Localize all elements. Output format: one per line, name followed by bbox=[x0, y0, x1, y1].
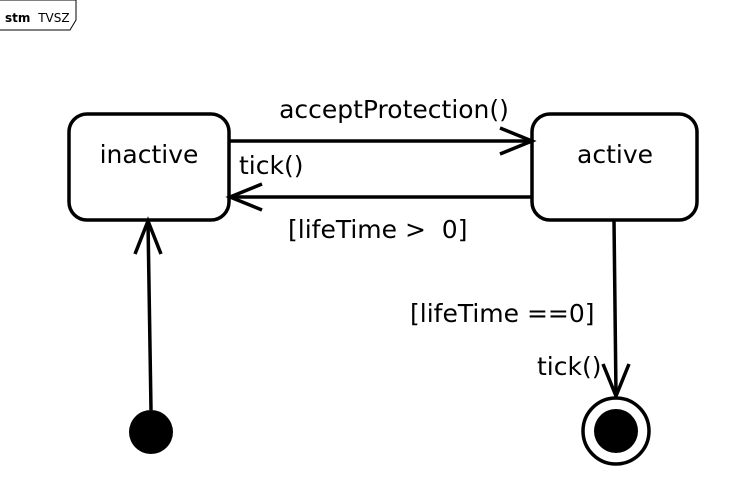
transition-final-arrowhead bbox=[601, 363, 631, 401]
initial-pseudostate[interactable] bbox=[129, 410, 173, 454]
transition-back-guard: [lifeTime > 0] bbox=[288, 215, 467, 244]
transition-accept-arrowhead bbox=[499, 126, 537, 156]
svg-text:stm TVSZ: stm TVSZ bbox=[5, 11, 70, 25]
transition-final-trigger: tick() bbox=[537, 352, 601, 381]
initial-transition-line bbox=[146, 221, 153, 411]
transition-accept-label: acceptProtection() bbox=[279, 95, 509, 124]
final-state-dot bbox=[594, 409, 638, 453]
initial-transition-arrowhead bbox=[133, 216, 163, 255]
transition-final-line bbox=[612, 219, 618, 396]
transition-final-guard: [lifeTime ==0] bbox=[410, 299, 595, 328]
frame-name: TVSZ bbox=[37, 11, 69, 25]
state-inactive-label: inactive bbox=[100, 140, 199, 169]
transition-back-arrowhead bbox=[225, 182, 263, 212]
state-active-label: active bbox=[577, 140, 653, 169]
transition-back-trigger: tick() bbox=[239, 151, 303, 180]
frame-tab bbox=[0, 0, 77, 31]
frame-kind: stm bbox=[5, 11, 30, 25]
